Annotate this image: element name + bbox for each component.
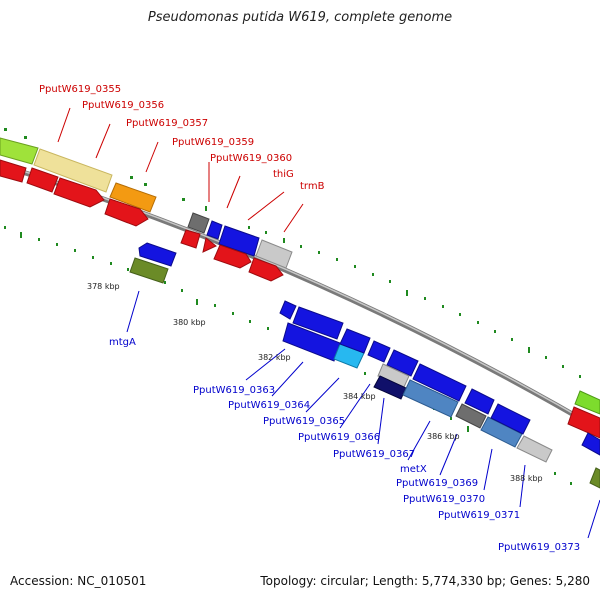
gene-label: PputW619_0371	[438, 510, 520, 521]
feature-trmB	[255, 239, 293, 269]
feature-metX	[402, 379, 459, 418]
label-leaders	[57, 107, 600, 539]
gene-label: PputW619_0373	[498, 542, 580, 553]
feature-gene-d	[104, 198, 149, 227]
feature-thiG	[218, 225, 260, 257]
feature-0359	[187, 212, 210, 234]
feature-rev-g	[412, 363, 467, 402]
feature-rev-b	[279, 300, 297, 320]
feature-0373	[589, 467, 600, 489]
feature-0360	[206, 220, 223, 240]
tick-label: 388 kbp	[510, 474, 543, 483]
feature-0371	[516, 435, 553, 463]
feature-right-blue	[581, 432, 600, 456]
gene-label: PputW619_0366	[298, 432, 380, 443]
gene-label: thiG	[273, 169, 294, 180]
feature-0356	[33, 148, 113, 193]
feature-rev-d	[339, 328, 371, 354]
gene-label: PputW619_0357	[126, 118, 208, 129]
genome-summary-text: Topology: circular; Length: 5,774,330 bp…	[260, 574, 590, 588]
gene-label: metX	[400, 464, 427, 475]
tick-label: 378 kbp	[87, 282, 120, 291]
tick-label: 386 kbp	[427, 432, 460, 441]
tick-label: 384 kbp	[343, 392, 376, 401]
gene-label: PputW619_0370	[403, 494, 485, 505]
gene-label: PputW619_0360	[210, 153, 292, 164]
feature-mtgA	[129, 257, 169, 284]
feature-rev-e	[367, 340, 391, 363]
tick-label: 380 kbp	[173, 318, 206, 327]
feature-0369	[455, 403, 487, 429]
feature-rev-f	[386, 349, 419, 377]
feature-right-red	[567, 406, 600, 439]
gene-label: PputW619_0367	[333, 449, 415, 460]
gene-label: PputW619_0359	[172, 137, 254, 148]
gene-label: trmB	[300, 181, 325, 192]
feature-rev-i	[490, 403, 531, 435]
gene-label: mtgA	[109, 337, 136, 348]
forward-gene-labels: PputW619_0355 PputW619_0356 PputW619_035…	[39, 84, 325, 192]
tick-labels: 378 kbp 380 kbp 382 kbp 384 kbp 386 kbp …	[87, 282, 543, 483]
feature-rev-h	[464, 388, 495, 415]
feature-gene-c	[53, 177, 105, 208]
feature-gene-f	[202, 237, 217, 253]
reverse-gene-labels: mtgA PputW619_0363 PputW619_0364 PputW61…	[109, 337, 580, 553]
gene-label: PputW619_0369	[396, 478, 478, 489]
feature-gene-e	[180, 229, 201, 249]
forward-features	[0, 137, 600, 439]
feature-right-green	[574, 390, 600, 415]
gene-label: PputW619_0356	[82, 100, 164, 111]
gene-label: PputW619_0355	[39, 84, 121, 95]
map-title: Pseudomonas putida W619, complete genome	[147, 10, 453, 25]
feature-0357	[109, 182, 157, 213]
feature-gene-h	[248, 257, 284, 282]
feature-gene-g	[213, 244, 252, 269]
feature-gene-b	[26, 167, 59, 193]
feature-0366	[373, 375, 407, 400]
gene-label: PputW619_0364	[228, 400, 310, 411]
reverse-features	[129, 242, 600, 489]
gene-label: PputW619_0365	[263, 416, 345, 427]
feature-0363	[282, 322, 341, 362]
feature-rev-a	[138, 242, 177, 267]
tick-label: 382 kbp	[258, 353, 291, 362]
feature-rev-c	[292, 306, 344, 340]
gene-label: PputW619_0363	[193, 385, 275, 396]
scale-track-dots	[4, 128, 581, 485]
accession-text: Accession: NC_010501	[10, 574, 147, 588]
feature-gene-a	[0, 159, 27, 183]
feature-0355	[0, 137, 39, 165]
